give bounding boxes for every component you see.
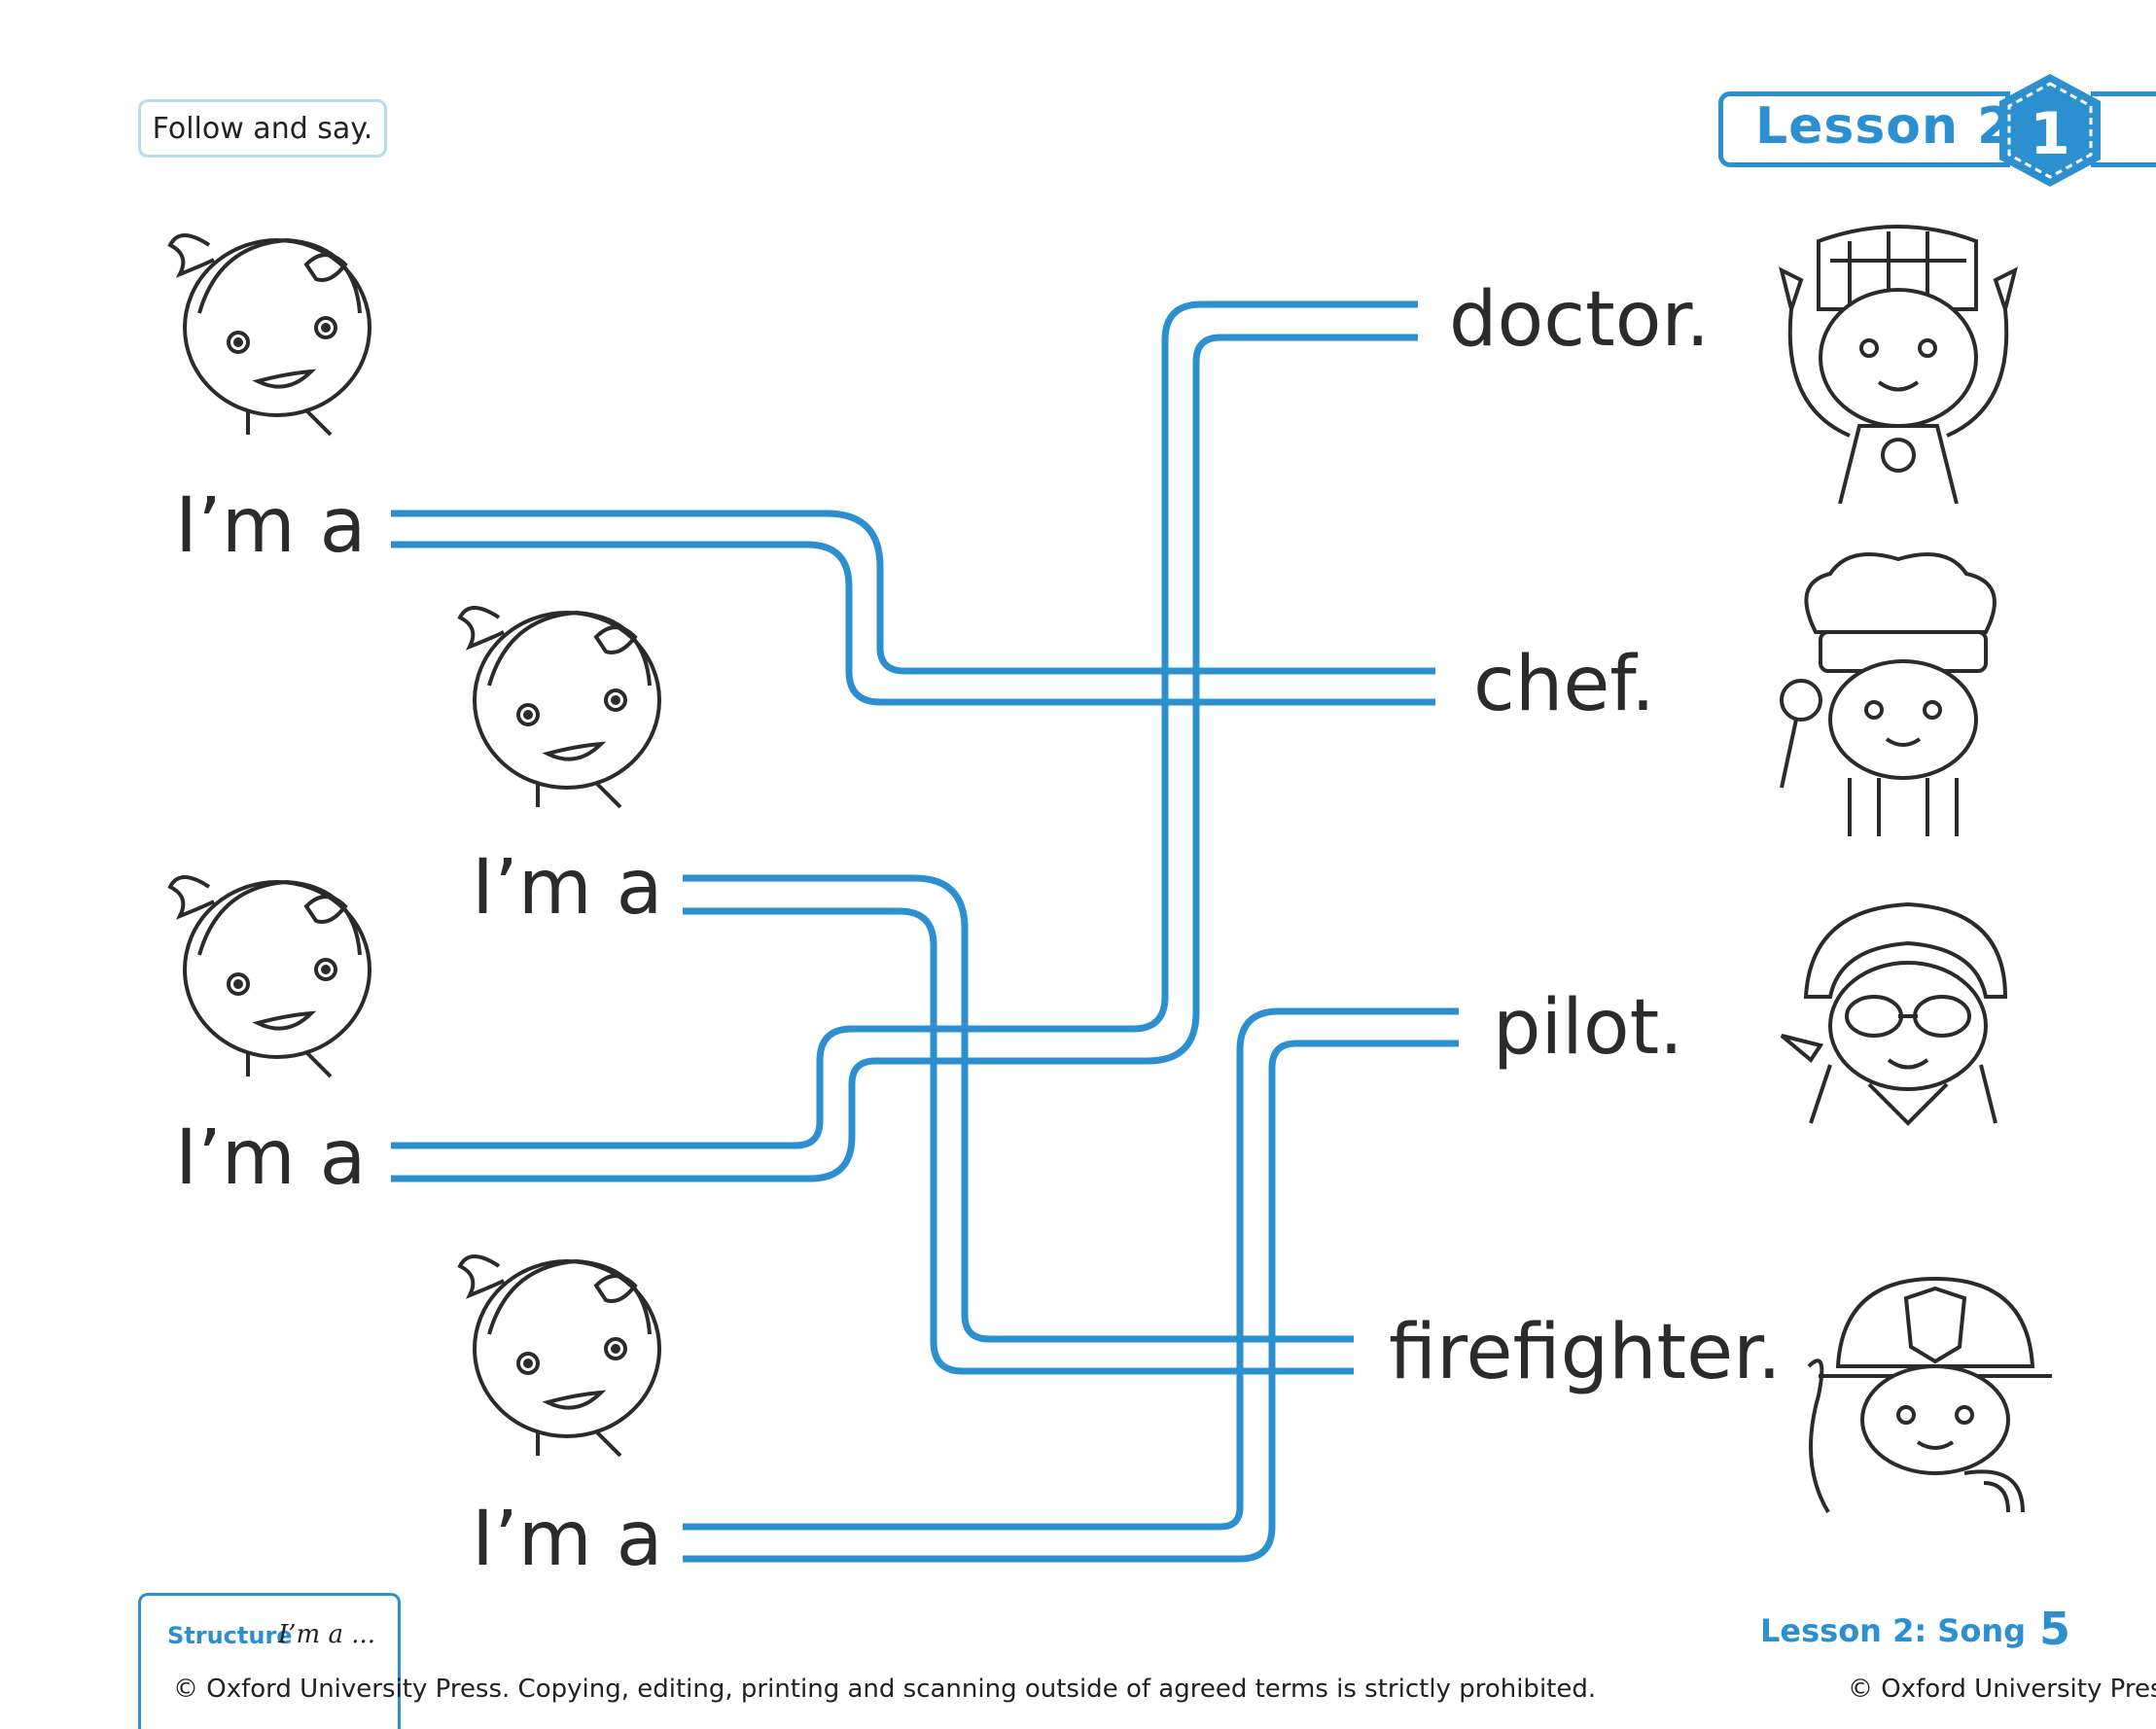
header-rule: [2091, 91, 2156, 167]
job-pilot: pilot.: [1493, 984, 1683, 1072]
structure-box: [138, 1593, 401, 1729]
girl-face-icon: [457, 1254, 661, 1458]
lesson-label: Lesson 2: [1755, 97, 2014, 156]
instruction-text: Follow and say.: [152, 111, 373, 146]
track-2-outer: [683, 874, 1354, 1343]
phrase-3: I’m a: [175, 1114, 367, 1202]
unit-hexagon-icon: 1: [1999, 74, 2101, 187]
copyright-notice: © Oxford University Press. Copying, edit…: [173, 1675, 1597, 1704]
job-chef: chef.: [1473, 641, 1655, 728]
instruction-box: Follow and say.: [138, 99, 387, 158]
lesson-tab: [1718, 91, 2010, 167]
track-3-outer: [391, 300, 1418, 1149]
phrase-4: I’m a: [472, 1496, 663, 1583]
structure-label: Structure: [167, 1622, 293, 1649]
track-4-inner: [683, 1040, 1459, 1563]
footer-lesson-title: Lesson 2: Song: [1760, 1612, 2027, 1649]
girl-face-icon: [167, 875, 371, 1078]
doctor-icon: [1779, 225, 2018, 504]
track-4-outer: [683, 1007, 1459, 1531]
copyright-notice-right: © Oxford University Press: [1848, 1675, 2156, 1704]
phrase-2: I’m a: [472, 844, 663, 932]
girl-face-icon: [457, 606, 661, 809]
track-1-outer: [391, 510, 1435, 675]
phrase-1: I’m a: [175, 482, 367, 570]
unit-number: 1: [2030, 100, 2070, 168]
structure-text: I’m a ...: [278, 1620, 376, 1649]
track-2-inner: [683, 907, 1354, 1375]
firefighter-icon: [1807, 1276, 2052, 1514]
job-doctor: doctor.: [1449, 276, 1711, 364]
page-number: 5: [2039, 1603, 2071, 1655]
track-1-inner: [391, 541, 1435, 706]
girl-face-icon: [167, 233, 371, 437]
pilot-icon: [1780, 901, 2008, 1126]
job-firefighter: firefighter.: [1389, 1309, 1782, 1396]
chef-icon: [1780, 552, 1997, 836]
track-3-inner: [391, 334, 1418, 1182]
